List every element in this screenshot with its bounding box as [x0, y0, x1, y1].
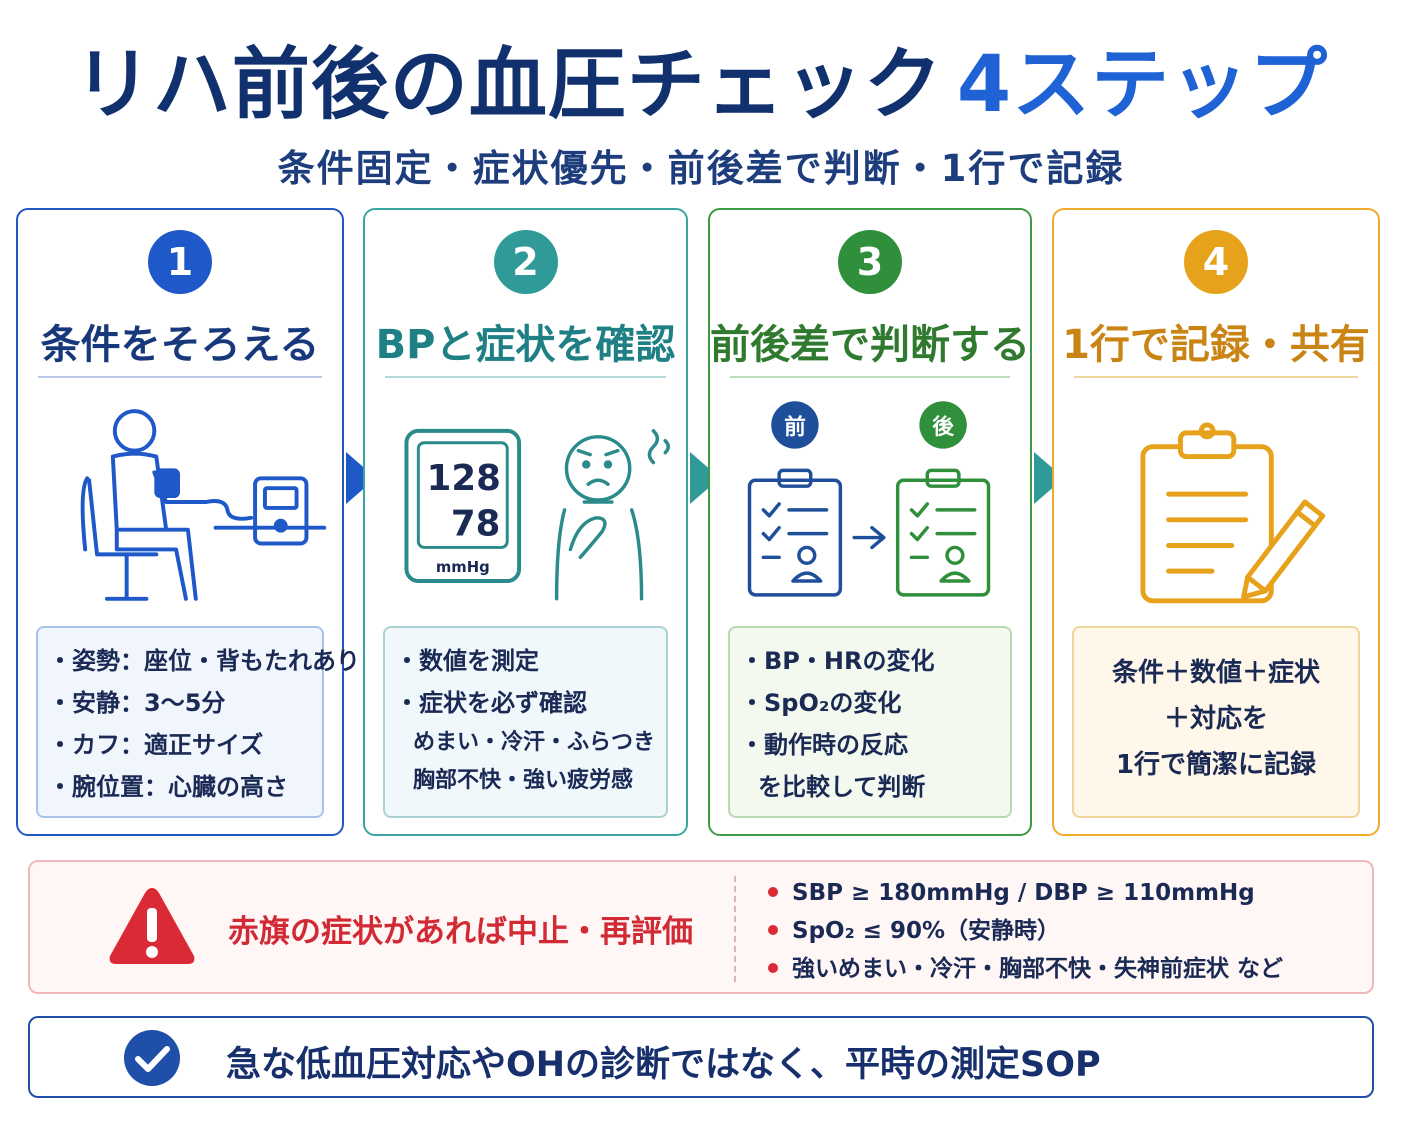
bullet-dot-icon: [768, 886, 778, 897]
seated-patient-icon: [80, 409, 327, 601]
step-card-3: 3 前後差で判断する 前 後 ・BP・HRの変化 ・SpO₂の変: [708, 208, 1032, 836]
step-title: 条件をそろえる: [40, 322, 320, 368]
detail-line: ・SpO₂の変化: [740, 689, 902, 717]
pencil-icon: [1241, 499, 1326, 600]
before-label: 前: [784, 414, 806, 440]
detail-line: ・安静：3〜5分: [48, 689, 226, 717]
detail-line: 条件＋数値＋症状: [1111, 658, 1320, 688]
step-title: BPと症状を確認: [375, 322, 676, 368]
step-card-2: 2 BPと症状を確認 128 78 mmHg ・数値を測定 ・症状を必ず確認 め…: [363, 208, 688, 836]
detail-line: ・姿勢：座位・背もたれあり: [48, 647, 360, 675]
step-number-badge: 2: [493, 230, 558, 294]
bullet-dot-icon: [768, 924, 778, 935]
step-number-badge: 4: [1184, 230, 1248, 294]
bullet-dot-icon: [768, 962, 778, 973]
diastolic-value: 78: [451, 504, 500, 545]
systolic-value: 128: [427, 458, 501, 499]
page-subtitle: 条件固定・症状優先・前後差で判断・1行で記録: [277, 147, 1125, 190]
step-card-1: 1 条件をそろえる ・姿勢：座位・背もたれあり ・安静：3〜5分 ・カフ：適正サ…: [16, 208, 360, 836]
after-label: 後: [932, 414, 954, 440]
title-main: リハ前後の血圧チェック: [73, 40, 943, 130]
step-details-box: ・姿勢：座位・背もたれあり ・安静：3〜5分 ・カフ：適正サイズ ・腕位置：心臓…: [36, 626, 360, 818]
red-flag-list: SBP ≥ 180mmHg / DBP ≥ 110mmHg SpO₂ ≤ 90%…: [768, 874, 1283, 988]
detail-line: ・BP・HRの変化: [740, 647, 935, 675]
step-title: 前後差で判断する: [710, 322, 1030, 368]
step-details-box: 条件＋数値＋症状 ＋対応を 1行で簡潔に記録: [1072, 626, 1360, 818]
step-details-box: ・BP・HRの変化 ・SpO₂の変化 ・動作時の反応 を比較して判断: [728, 626, 1012, 818]
detail-line: ・数値を測定: [395, 647, 539, 675]
step-number-badge: 1: [148, 230, 212, 294]
red-flag-panel: 赤旗の症状があれば中止・再評価 SBP ≥ 180mmHg / DBP ≥ 11…: [28, 860, 1374, 994]
footer-banner: 急な低血圧対応やOHの診断ではなく、平時の測定SOP: [28, 1016, 1374, 1098]
detail-line: を比較して判断: [758, 773, 926, 801]
detail-line: ・腕位置：心臓の高さ: [48, 773, 288, 801]
divider: [734, 876, 736, 982]
divider: [38, 376, 322, 378]
divider: [385, 376, 666, 378]
step-number-badge: 3: [838, 230, 902, 294]
detail-line: ・動作時の反応: [740, 731, 908, 759]
bp-monitor-icon: 128 78 mmHg: [404, 428, 670, 601]
check-circle-icon: [124, 1030, 180, 1086]
detail-line: めまい・冷汗・ふらつき: [413, 730, 656, 755]
detail-line: ＋対応を: [1163, 704, 1268, 734]
divider: [1074, 376, 1358, 378]
detail-line: ・症状を必ず確認: [395, 689, 587, 717]
step-details-box: ・数値を測定 ・症状を必ず確認 めまい・冷汗・ふらつき 胸部不快・強い疲労感: [383, 626, 668, 818]
footer-text: 急な低血圧対応やOHの診断ではなく、平時の測定SOP: [226, 1045, 1101, 1085]
list-item: SpO₂ ≤ 90%（安静時）: [768, 912, 1283, 950]
detail-line: 胸部不快・強い疲労感: [413, 768, 634, 793]
list-item: 強いめまい・冷汗・胸部不快・失神前症状 など: [768, 950, 1283, 988]
red-flag-title: 赤旗の症状があれば中止・再評価: [228, 914, 693, 950]
warning-triangle-icon: [109, 888, 195, 964]
step-title: 1行で記録・共有: [1062, 322, 1370, 368]
detail-line: 1行で簡潔に記録: [1115, 750, 1317, 780]
title-accent: 4ステップ: [956, 40, 1329, 130]
step-card-4: 4 1行で記録・共有 条件＋数値＋症状 ＋対応を 1行で簡潔に記録: [1052, 208, 1380, 836]
monitor-unit: mmHg: [436, 559, 490, 576]
detail-line: ・カフ：適正サイズ: [48, 731, 264, 759]
clipboard-icon: [1140, 422, 1326, 604]
divider: [730, 376, 1010, 378]
list-item: SBP ≥ 180mmHg / DBP ≥ 110mmHg: [768, 874, 1283, 912]
dizzy-person-icon: [554, 429, 670, 601]
before-after-clipboard-icon: 前 後: [747, 401, 991, 597]
